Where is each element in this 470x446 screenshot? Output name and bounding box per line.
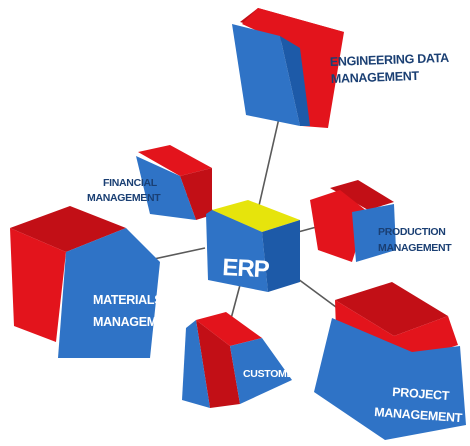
production-blue-face xyxy=(352,204,396,262)
materials-red-top xyxy=(10,206,126,252)
engineering-blue-shade xyxy=(280,36,310,126)
financial-label-line1: FINANCIAL xyxy=(103,177,158,189)
materials-label-line2: MANAGEMENT xyxy=(93,315,182,329)
customer-red-face xyxy=(196,320,240,408)
financial-red-top xyxy=(138,145,212,176)
production-red-face xyxy=(310,190,368,262)
customer-label: CUSTOMER xyxy=(243,368,301,380)
production-red-top xyxy=(330,180,394,210)
customer-red-top xyxy=(196,312,262,346)
engineering-label-line1: ENGINEERING DATA xyxy=(330,51,450,69)
materials-blue-face xyxy=(58,228,160,358)
engineering-data-cube xyxy=(232,8,344,128)
erp-center-cube xyxy=(206,200,300,292)
materials-cube xyxy=(10,206,160,358)
erp-blue-left xyxy=(206,210,268,292)
connector-engineering xyxy=(257,104,283,211)
project-label-line1: PROJECT xyxy=(392,385,450,403)
project-blue-face xyxy=(314,318,466,440)
erp-label: ERP xyxy=(222,254,271,283)
customer-blue-back xyxy=(182,320,210,408)
customer-cube xyxy=(182,312,292,408)
erp-blue-right xyxy=(262,220,300,292)
financial-cube xyxy=(136,145,212,220)
production-label-line1: PRODUCTION xyxy=(378,226,446,238)
project-label-line2: MANAGEMENT xyxy=(374,405,463,425)
engineering-label-line2: MANAGEMENT xyxy=(331,69,420,86)
production-cube xyxy=(310,180,396,262)
project-cube xyxy=(314,282,466,440)
project-red-top xyxy=(335,282,448,336)
materials-red-face xyxy=(10,228,66,342)
financial-label-line2: MANAGEMENT xyxy=(87,192,161,204)
financial-red-face xyxy=(180,168,212,220)
financial-blue-face xyxy=(136,156,196,220)
erp-yellow-top xyxy=(212,200,300,232)
customer-blue-face xyxy=(230,338,292,404)
production-label-line2: MANAGEMENT xyxy=(378,242,452,254)
materials-label-line1: MATERIALS xyxy=(93,293,162,307)
